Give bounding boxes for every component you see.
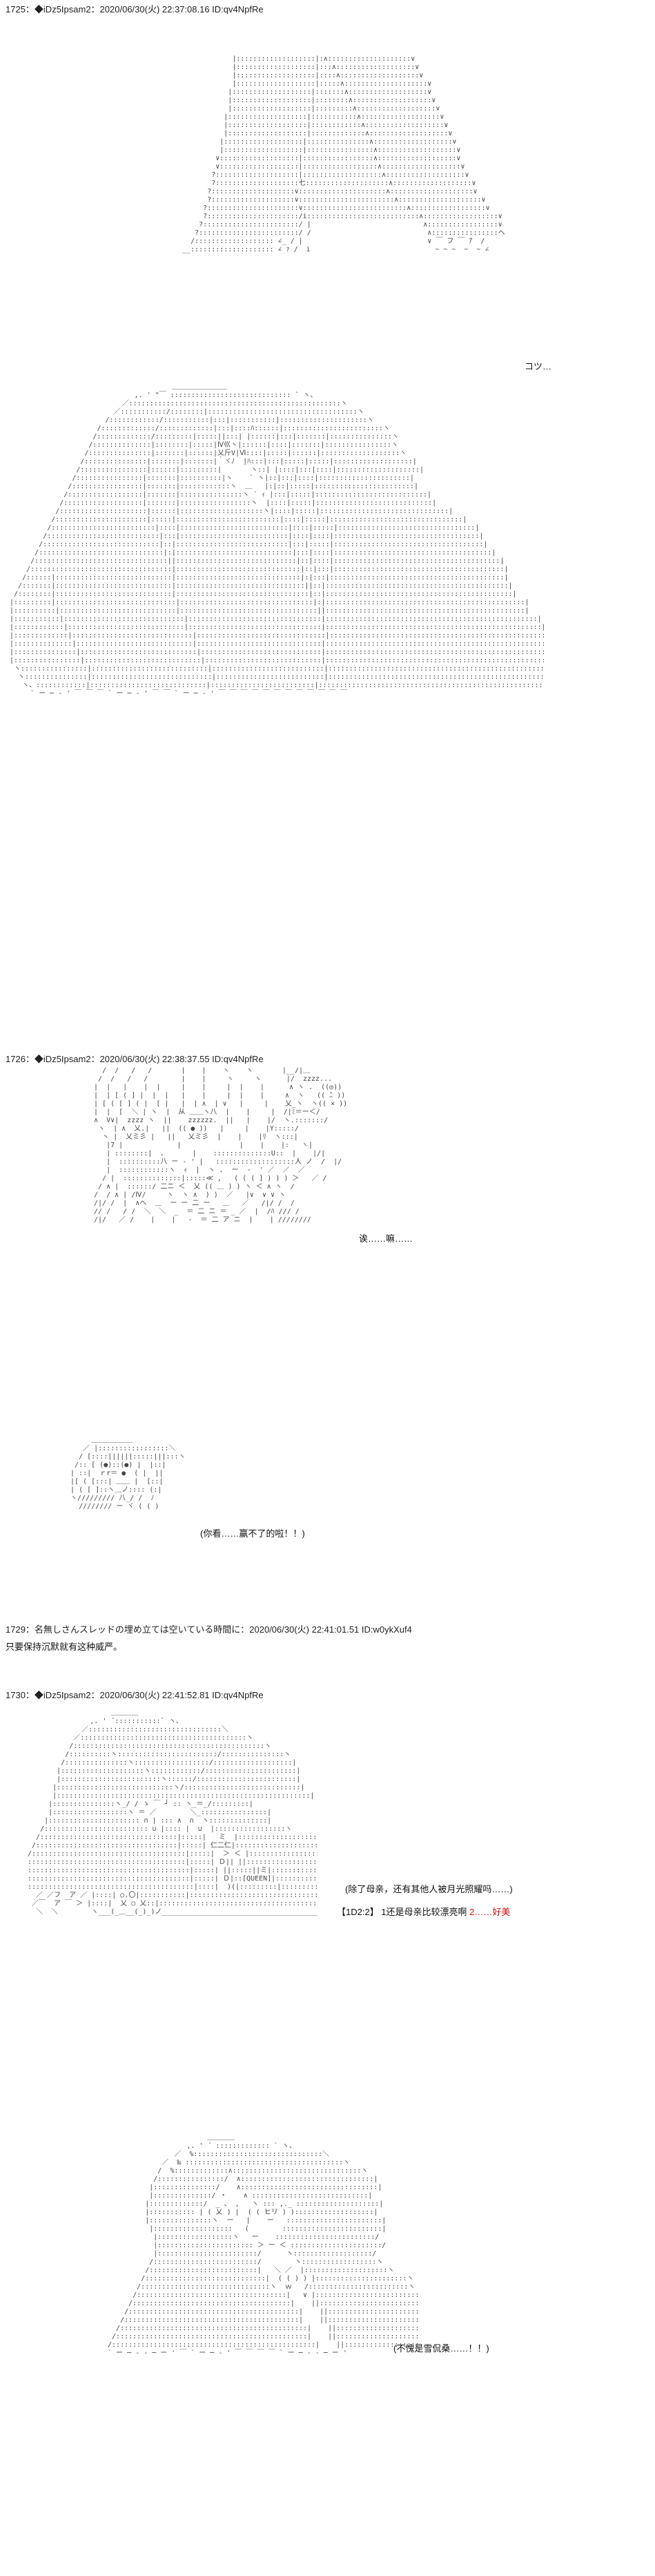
mascot-ascii-art: ＿＿＿＿＿＿ ／ |:::::::::::::::::＼ / [::::||||… — [70, 1436, 186, 1510]
post-1730-header: 1730：◆iDz5Ipsam2：2020/06/30(火) 22:41:52.… — [6, 1690, 264, 1700]
girl-ascii-art: ＿＿＿＿＿＿＿＿ ,. ' "￣ :::::::::::::::::::::::… — [10, 383, 544, 698]
post-1725-caption-sound: コツ… — [525, 361, 552, 372]
faces-ascii-art: / / / / | | ヽ ヽ |__/|＿ / / / / | | ヽ ヽ |… — [94, 1067, 348, 1224]
post-1730-dice-result: 2……好美 — [469, 1907, 511, 1917]
post-1730-dice-text: 【1D2:2】 1还是母亲比较漂亮啊 — [337, 1907, 470, 1917]
hooded-figure-ascii-art: ＿＿＿＿ ,. ' ´ ::::::::::::: ` ヽ、 ／ %::::::… — [108, 2134, 421, 2357]
post-1730-caption-dice: 【1D2:2】 1还是母亲比较漂亮啊 2……好美 — [337, 1905, 510, 1918]
post-1726-header: 1726：◆iDz5Ipsam2：2020/06/30(火) 22:38:37.… — [6, 1054, 264, 1064]
post-1729-header: 1729：名無しさんスレッドの埋め立ては空いている時間に：2020/06/30(… — [6, 1624, 412, 1635]
legs-ascii-art: |:::::::::::::::::::|:∧:::::::::::::::::… — [182, 55, 505, 253]
cape-figure-ascii-art: ＿＿＿＿ ,. ' ´:::::::::::` ヽ、 ／::::::::::::… — [28, 1709, 317, 1916]
post-1726-caption-sigh: 诶……嘛…… — [359, 1233, 413, 1244]
post-1730-caption-snow: (不愧是雪侃桑……！！) — [393, 2343, 489, 2354]
post-1730-caption-moonlight: (除了母亲，还有其他人被月光照耀吗……) — [345, 1884, 513, 1894]
post-1729-body: 只要保持沉默就有这种威严。 — [6, 1642, 123, 1652]
post-1725-header: 1725：◆iDz5Ipsam2：2020/06/30(火) 22:37:08.… — [6, 4, 264, 15]
post-1726-caption-cant-win: (你看……赢不了的啦！！) — [200, 1528, 305, 1539]
